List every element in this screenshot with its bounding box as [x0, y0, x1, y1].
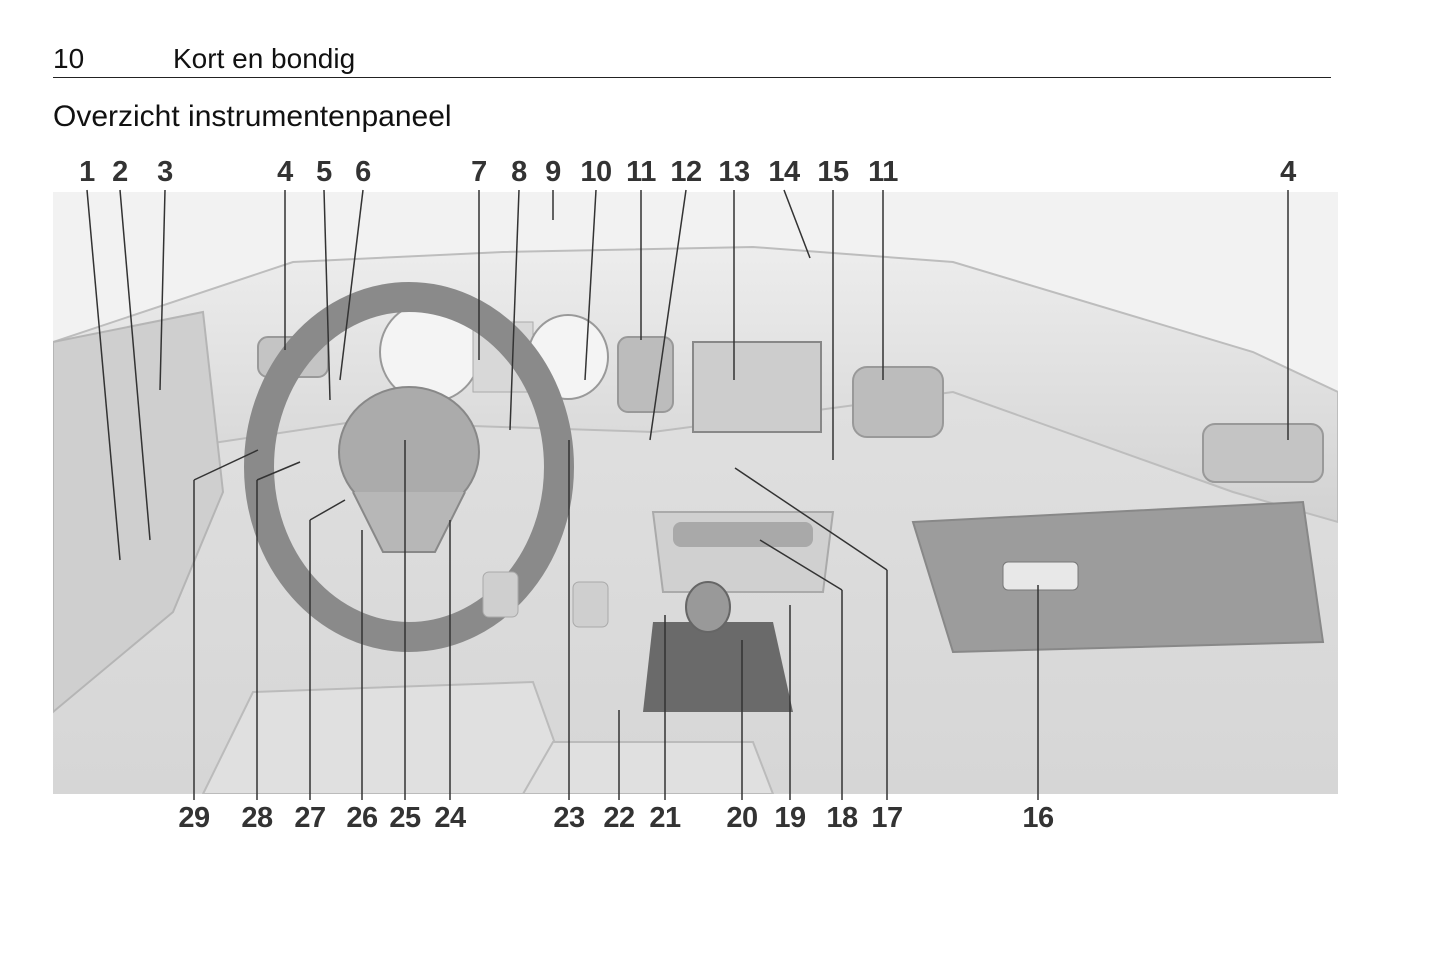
callout-top-11b: 11	[868, 156, 898, 188]
callout-top-7: 7	[471, 156, 487, 188]
callout-top-6: 6	[355, 156, 371, 188]
callout-bottom-24: 24	[434, 802, 466, 834]
callout-top-2: 2	[112, 156, 128, 188]
callout-bottom-19: 19	[774, 802, 806, 834]
section-title: Overzicht instrumentenpaneel	[53, 100, 452, 133]
callout-bottom-17: 17	[871, 802, 903, 834]
callout-top-15: 15	[817, 156, 849, 188]
callout-bottom-23: 23	[553, 802, 585, 834]
callout-top-11: 11	[626, 156, 656, 188]
callout-top-1: 1	[79, 156, 95, 188]
callout-bottom-25: 25	[389, 802, 421, 834]
callout-bottom-29: 29	[178, 802, 210, 834]
callout-bottom-28: 28	[241, 802, 273, 834]
callout-top-14: 14	[768, 156, 800, 188]
callout-top-10: 10	[580, 156, 612, 188]
callout-top-4: 4	[277, 156, 293, 188]
callout-top-12: 12	[670, 156, 702, 188]
dashboard-illustration	[53, 192, 1338, 794]
callout-top-8: 8	[511, 156, 527, 188]
callout-bottom-21: 21	[649, 802, 681, 834]
page-number: 10	[53, 43, 85, 74]
callout-bottom-16: 16	[1022, 802, 1054, 834]
callout-bottom-20: 20	[726, 802, 758, 834]
callout-top-9: 9	[545, 156, 561, 188]
callout-bottom-27: 27	[294, 802, 326, 834]
callout-bottom-18: 18	[826, 802, 858, 834]
callout-bottom-26: 26	[346, 802, 378, 834]
callout-top-3: 3	[157, 156, 173, 188]
callout-top-5: 5	[316, 156, 332, 188]
page-header: 10 Kort en bondig	[53, 40, 1331, 78]
callout-bottom-22: 22	[603, 802, 635, 834]
callout-top-4b: 4	[1280, 156, 1296, 188]
chapter-title: Kort en bondig	[173, 43, 356, 74]
dashboard-drawing	[53, 192, 1338, 794]
callout-top-13: 13	[718, 156, 750, 188]
